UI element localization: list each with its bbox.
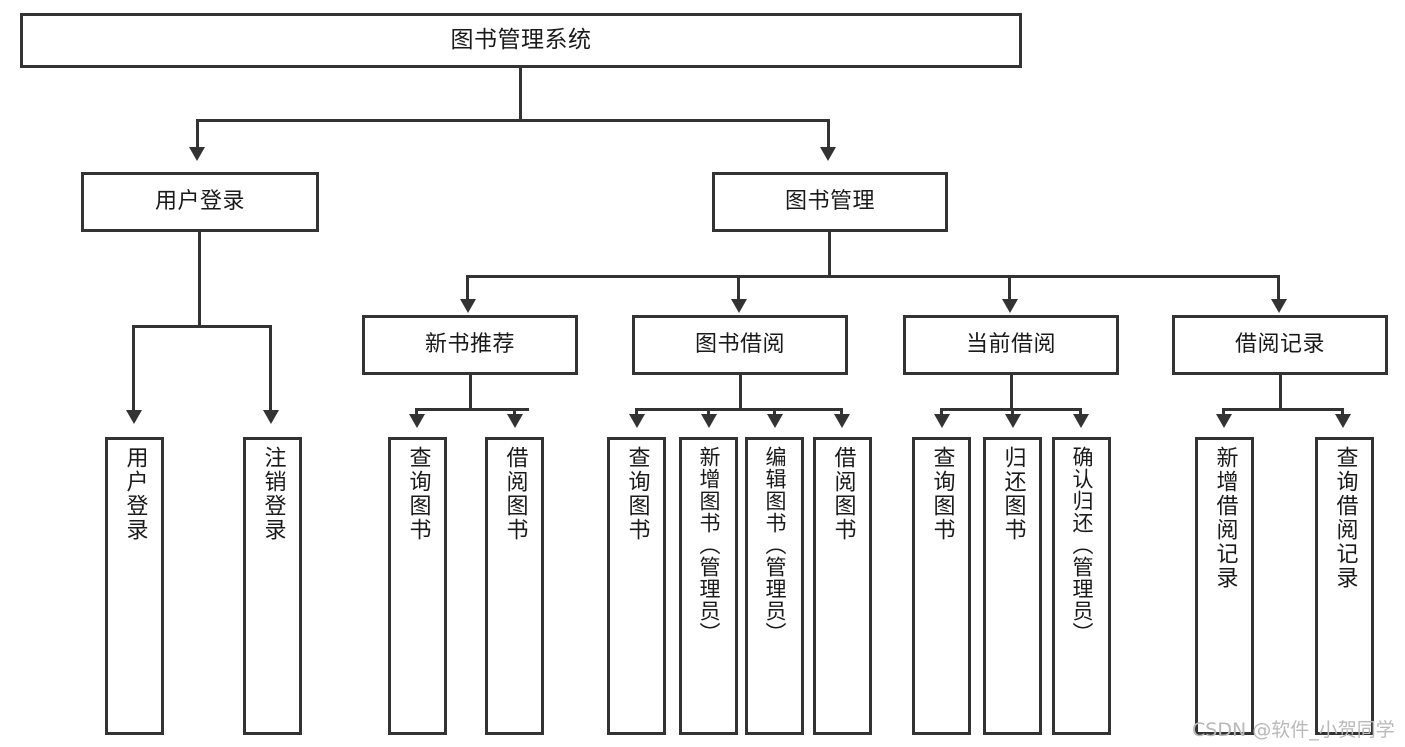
- arrow-to-borrow-book-1: [507, 414, 523, 428]
- connector-bookborrow-drop-2: [707, 408, 710, 414]
- connector-root-drop-right: [827, 119, 830, 147]
- connector-root-stem: [519, 68, 522, 119]
- node-label: 图书管理: [784, 188, 875, 214]
- arrow-to-query-borrow-record: [1335, 414, 1351, 428]
- node-new-book-recommend[interactable]: 新书推荐: [362, 315, 578, 375]
- leaf-return-book[interactable]: 归还图书: [983, 437, 1042, 735]
- connector-userlogin-stem: [198, 232, 201, 325]
- arrow-to-query-book-2: [629, 414, 645, 428]
- arrow-to-new-book-recommend: [460, 299, 476, 313]
- arrow-to-book-borrow: [731, 299, 747, 313]
- connector-bookmgmt-stem: [828, 232, 831, 275]
- arrow-to-return-book: [1005, 414, 1021, 428]
- node-label: 归还图书: [1000, 446, 1026, 542]
- connector-currentborrow-drop-3: [1079, 408, 1082, 414]
- node-borrow-record[interactable]: 借阅记录: [1172, 315, 1388, 375]
- connector-root-drop-left: [196, 119, 199, 147]
- node-current-borrow[interactable]: 当前借阅: [903, 315, 1119, 375]
- connector-borrowrecord-stem: [1279, 375, 1282, 408]
- leaf-borrow-book[interactable]: 借阅图书: [813, 437, 872, 735]
- connector-currentborrow-drop-2: [1011, 408, 1014, 414]
- node-label: 编辑图书（管理员）: [763, 446, 787, 644]
- connector-currentborrow-stem: [1010, 375, 1013, 408]
- node-book-borrow[interactable]: 图书借阅: [632, 315, 848, 375]
- leaf-query-book-current[interactable]: 查询图书: [912, 437, 971, 735]
- node-root-book-management-system[interactable]: 图书管理系统: [20, 13, 1022, 68]
- node-label: 图书管理系统: [450, 26, 592, 53]
- arrow-to-add-borrow-record: [1216, 414, 1232, 428]
- node-label: 新增借阅记录: [1212, 446, 1238, 590]
- connector-bookmgmt-bus: [466, 275, 1280, 278]
- node-label: 查询图书: [624, 446, 650, 542]
- node-label: 查询图书: [405, 446, 431, 542]
- node-label: 借阅图书: [830, 446, 856, 542]
- connector-newbook-drop-2: [513, 408, 516, 414]
- arrow-to-query-book-1: [409, 414, 425, 428]
- leaf-logout[interactable]: 注销登录: [243, 437, 302, 735]
- connector-newbook-stem: [469, 375, 472, 408]
- connector-bookmgmt-drop-2: [737, 275, 740, 299]
- arrow-to-user-login-leaf: [126, 410, 142, 424]
- node-book-management[interactable]: 图书管理: [712, 172, 948, 232]
- connector-currentborrow-drop-1: [940, 408, 943, 414]
- arrow-to-confirm-return: [1073, 414, 1089, 428]
- leaf-user-login[interactable]: 用户登录: [105, 437, 164, 735]
- arrow-to-borrow-record: [1271, 299, 1287, 313]
- connector-bookborrow-bus: [635, 408, 843, 411]
- leaf-borrow-book-recommend[interactable]: 借阅图书: [485, 437, 544, 735]
- arrow-to-logout-leaf: [263, 410, 279, 424]
- arrow-to-edit-book: [767, 414, 783, 428]
- connector-userlogin-drop-2: [269, 325, 272, 410]
- connector-bookmgmt-drop-3: [1008, 275, 1011, 299]
- node-label: 查询图书: [929, 446, 955, 542]
- node-label: 确认归还（管理员）: [1070, 446, 1094, 644]
- node-user-login[interactable]: 用户登录: [81, 172, 319, 232]
- node-label: 图书借阅: [694, 331, 785, 357]
- node-label: 用户登录: [154, 188, 245, 214]
- arrow-to-borrow-book-2: [834, 414, 850, 428]
- connector-borrowrecord-drop-1: [1222, 408, 1225, 414]
- connector-bookborrow-drop-4: [840, 408, 843, 414]
- arrow-to-add-book: [701, 414, 717, 428]
- leaf-query-borrow-record[interactable]: 查询借阅记录: [1315, 437, 1374, 735]
- leaf-query-book-recommend[interactable]: 查询图书: [388, 437, 447, 735]
- node-label: 注销登录: [260, 446, 286, 542]
- node-label: 借阅记录: [1234, 331, 1325, 357]
- node-label: 新增图书（管理员）: [697, 446, 721, 644]
- connector-bookborrow-stem: [739, 375, 742, 408]
- watermark-csdn: CSDN @软件_小贺同学: [1192, 719, 1395, 741]
- leaf-query-book-borrow[interactable]: 查询图书: [607, 437, 666, 735]
- node-label: 用户登录: [122, 446, 148, 542]
- arrow-to-current-borrow: [1002, 299, 1018, 313]
- leaf-confirm-return-admin[interactable]: 确认归还（管理员）: [1052, 437, 1111, 735]
- leaf-add-book-admin[interactable]: 新增图书（管理员）: [679, 437, 738, 735]
- connector-borrowrecord-bus: [1222, 408, 1344, 411]
- leaf-add-borrow-record[interactable]: 新增借阅记录: [1195, 437, 1254, 735]
- node-label: 当前借阅: [965, 331, 1056, 357]
- connector-bookborrow-drop-3: [773, 408, 776, 414]
- connector-newbook-bus: [415, 408, 529, 411]
- leaf-edit-book-admin[interactable]: 编辑图书（管理员）: [745, 437, 804, 735]
- connector-userlogin-bus: [132, 325, 270, 328]
- connector-bookborrow-drop-1: [635, 408, 638, 414]
- node-label: 查询借阅记录: [1332, 446, 1358, 590]
- node-label: 新书推荐: [424, 331, 515, 357]
- connector-bookmgmt-drop-4: [1277, 275, 1280, 299]
- arrow-to-user-login: [189, 147, 205, 161]
- arrow-to-book-management: [820, 147, 836, 161]
- connector-borrowrecord-drop-2: [1341, 408, 1344, 414]
- node-label: 借阅图书: [502, 446, 528, 542]
- connector-bookmgmt-drop-1: [466, 275, 469, 299]
- arrow-to-query-book-3: [934, 414, 950, 428]
- connector-root-bus: [196, 119, 830, 122]
- connector-newbook-drop-1: [415, 408, 418, 414]
- connector-userlogin-drop-1: [132, 325, 135, 410]
